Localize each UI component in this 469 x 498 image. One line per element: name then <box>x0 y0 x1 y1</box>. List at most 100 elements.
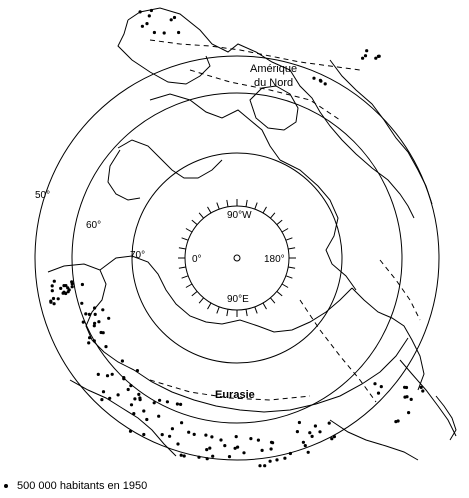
population-dot <box>128 429 133 433</box>
population-dot <box>110 372 114 376</box>
population-dot <box>93 306 97 310</box>
tick-mark <box>216 306 220 314</box>
population-dot <box>419 385 423 389</box>
population-dot <box>258 464 262 468</box>
population-dot <box>219 438 223 442</box>
population-dot <box>179 453 183 457</box>
tick-mark <box>288 266 296 269</box>
coastlines <box>47 7 457 461</box>
population-dot <box>59 286 63 290</box>
tick-mark <box>254 306 258 314</box>
population-dot <box>107 316 111 320</box>
population-dot <box>80 282 84 287</box>
tick-mark <box>285 237 293 241</box>
population-dot <box>283 456 287 460</box>
population-dot <box>158 398 162 402</box>
population-dot <box>205 457 209 461</box>
population-dot <box>137 392 141 396</box>
tick-mark <box>191 219 198 225</box>
population-dot <box>208 446 212 450</box>
population-dot <box>223 444 227 448</box>
north-america-border-2 <box>189 69 341 121</box>
population-dot <box>260 448 264 452</box>
population-dot <box>404 385 409 390</box>
population-dot <box>308 431 312 435</box>
population-dot <box>56 297 60 301</box>
scandinavia <box>99 255 223 325</box>
north-pole-marker <box>233 254 241 262</box>
population-dot <box>93 321 97 325</box>
tick-mark <box>270 212 276 219</box>
circle-70 <box>131 152 343 364</box>
population-dot <box>179 402 183 406</box>
borders <box>149 39 421 403</box>
population-dot <box>142 432 146 437</box>
population-dot <box>256 438 260 442</box>
population-dot <box>70 282 74 286</box>
population-dot <box>92 339 96 343</box>
population-dot <box>175 402 179 406</box>
population-dot <box>242 451 246 455</box>
tick-mark <box>216 202 220 210</box>
population-dot <box>70 285 74 289</box>
tick-mark <box>285 275 293 279</box>
population-dot <box>192 432 196 436</box>
population-dot <box>379 385 383 389</box>
meridian-label-right: 180° <box>264 254 285 265</box>
population-dot <box>66 286 70 290</box>
circle-60 <box>71 92 403 424</box>
population-dot <box>97 320 101 324</box>
population-dot <box>81 320 85 324</box>
population-dot <box>101 308 105 312</box>
population-dot <box>149 8 153 13</box>
population-dot <box>407 411 411 415</box>
population-dot <box>61 291 65 295</box>
population-dot <box>363 54 368 58</box>
north-america-west <box>117 19 211 85</box>
tick-mark <box>181 237 189 241</box>
population-dot <box>135 369 139 373</box>
population-dot <box>168 434 172 438</box>
tick-mark <box>262 206 267 214</box>
population-dot <box>162 31 166 35</box>
population-dot <box>182 454 186 458</box>
population-dot <box>327 421 331 425</box>
tick-mark <box>185 228 193 233</box>
greenland <box>279 159 357 291</box>
population-dot <box>129 403 134 407</box>
population-dot <box>122 377 126 381</box>
population-dot <box>323 82 327 86</box>
population-dot <box>295 430 299 434</box>
population-dot <box>403 395 407 399</box>
population-dot <box>132 412 136 416</box>
population-dot <box>62 284 66 288</box>
population-dot <box>50 289 54 293</box>
tick-mark <box>178 266 186 269</box>
population-dot <box>170 427 174 431</box>
north-america-east <box>329 59 433 205</box>
population-dot <box>66 290 70 294</box>
population-dot <box>177 30 181 35</box>
latitude-label-60: 60° <box>86 220 101 231</box>
eurasia-border-1 <box>299 299 377 403</box>
population-dot <box>129 384 133 388</box>
tick-mark <box>276 291 283 297</box>
population-dot <box>92 324 96 328</box>
population-dot <box>133 397 137 401</box>
region-label-eurasia: Eurasie <box>215 389 255 401</box>
tick-mark <box>245 309 248 317</box>
population-dot <box>120 359 124 363</box>
population-dot <box>138 10 142 14</box>
population-dot <box>169 18 173 22</box>
population-dot <box>211 454 215 458</box>
population-dot <box>249 437 253 441</box>
population-dot <box>197 455 201 459</box>
population-dot <box>172 15 177 20</box>
east-asia-lower <box>329 419 419 461</box>
tick-mark <box>191 291 198 297</box>
population-dot <box>145 22 149 26</box>
meridian-label-bottom: 90°E <box>227 294 249 305</box>
population-dot <box>361 56 365 60</box>
